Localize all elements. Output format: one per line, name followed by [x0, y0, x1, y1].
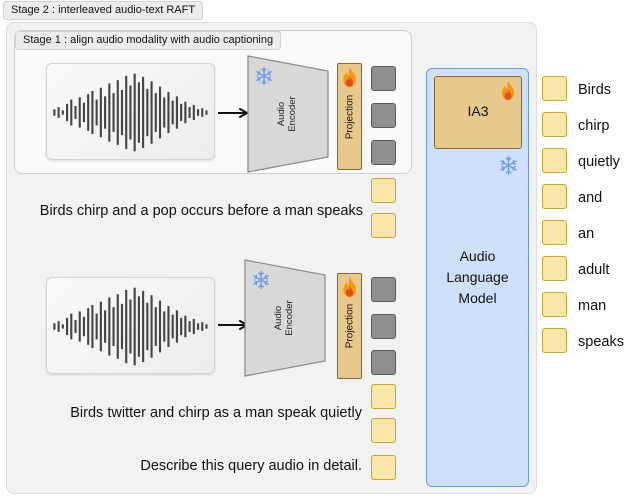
caption-query: Describe this query audio in detail. [140, 458, 362, 474]
gray-token [371, 140, 396, 165]
gray-token [371, 314, 396, 339]
fire-icon [340, 66, 359, 88]
gray-token [371, 66, 396, 91]
fire-icon [340, 276, 359, 298]
output-token-word: and [578, 190, 603, 206]
output-token-box [542, 148, 567, 173]
output-token-box [542, 112, 567, 137]
audio-encoder-bottom [244, 259, 326, 377]
projection-bottom-label: Projection [344, 303, 355, 349]
audio-encoder-top [247, 55, 329, 173]
output-token-word: an [578, 226, 595, 242]
caption-second: Birds twitter and chirp as a man speak q… [70, 405, 362, 421]
output-token-box [542, 76, 567, 101]
output-token-word: man [578, 298, 607, 314]
ia3-label: IA3 [467, 103, 489, 119]
stage2-label: Stage 2 : interleaved audio-text RAFT [3, 1, 204, 20]
caption-first: Birds chirp and a pop occurs before a ma… [39, 203, 363, 219]
arrow-bottom [218, 320, 248, 330]
snowflake-icon [498, 155, 519, 176]
gray-token [371, 350, 396, 375]
text-token [371, 213, 396, 238]
waveform-top [46, 63, 215, 160]
audio-encoder-bottom-line2: Encoder [284, 300, 295, 336]
audio-encoder-top-line2: Encoder [287, 96, 298, 132]
projection-top-label: Projection [344, 94, 355, 139]
text-token [371, 418, 396, 443]
llm-label-line3: Model [458, 290, 497, 306]
output-token-box [542, 184, 567, 209]
audio-encoder-bottom-label: Audio Encoder [273, 300, 295, 335]
llm-label-line1: Audio [459, 248, 496, 264]
audio-encoder-top-label: Audio Encoder [276, 96, 298, 131]
output-token-box [542, 220, 567, 245]
output-token-box [542, 292, 567, 317]
stage1-label: Stage 1 : align audio modality with audi… [15, 31, 282, 50]
output-token-word: speaks [578, 334, 624, 350]
fire-icon [499, 80, 517, 101]
output-token-word: adult [578, 262, 610, 278]
text-token [371, 455, 396, 480]
waveform-bottom [46, 277, 215, 374]
text-token [371, 384, 396, 409]
llm-label-line2: Language [446, 269, 509, 285]
output-token-word: Birds [578, 82, 612, 98]
arrow-top [218, 108, 248, 118]
gray-token [371, 103, 396, 128]
audio-encoder-top-line1: Audio [276, 101, 287, 127]
snowflake-icon [254, 66, 274, 86]
audio-encoder-bottom-line1: Audio [273, 305, 284, 331]
ia3-adapter [434, 76, 522, 149]
text-token [371, 178, 396, 203]
output-token-box [542, 328, 567, 353]
output-token-word: chirp [578, 118, 610, 134]
gray-token [371, 277, 396, 302]
snowflake-icon [251, 270, 271, 290]
output-token-word: quietly [578, 154, 620, 170]
llm-label: Audio Language Model [426, 246, 529, 309]
output-token-box [542, 256, 567, 281]
